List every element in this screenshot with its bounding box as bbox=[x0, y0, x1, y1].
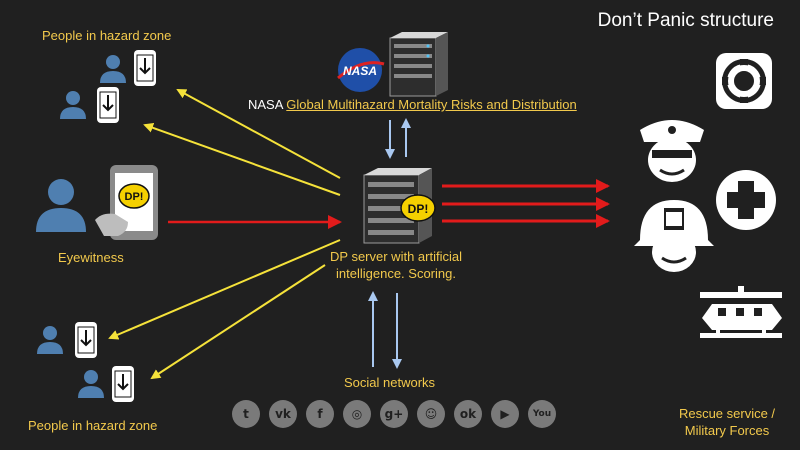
eyewitness-phone-icon: DP! bbox=[95, 165, 158, 240]
nasa-logo: NASA bbox=[337, 48, 385, 92]
medical-cross-icon bbox=[716, 170, 776, 230]
phone-icon-top-1 bbox=[134, 50, 156, 86]
nasa-source-label: NASA Global Multihazard Mortality Risks … bbox=[248, 97, 577, 112]
odnoklassniki-icon[interactable]: ok bbox=[454, 400, 482, 428]
hazard-person-bottom-1 bbox=[37, 326, 63, 354]
arrow-server-to-hazard-bottom-2 bbox=[150, 264, 326, 380]
hazard-person-top-2 bbox=[60, 91, 86, 119]
nasa-prefix: NASA bbox=[248, 97, 287, 112]
arrows bbox=[108, 89, 610, 380]
dp-badge-eyewitness: DP! bbox=[118, 183, 150, 209]
nasa-server-icon bbox=[389, 32, 448, 97]
arrow-server-to-hazard-top-1 bbox=[176, 89, 341, 179]
facebook-icon[interactable]: f bbox=[306, 400, 334, 428]
hazard-person-top-1 bbox=[100, 55, 126, 83]
phone-icon-bottom-1 bbox=[75, 322, 97, 358]
label-social-networks: Social networks bbox=[344, 375, 436, 390]
nasa-dataset-link[interactable]: Global Multihazard Mortality Risks and D… bbox=[286, 97, 577, 112]
label-eyewitness: Eyewitness bbox=[58, 250, 124, 265]
phone-icon-top-2 bbox=[97, 87, 119, 123]
twitter-icon[interactable]: t bbox=[232, 400, 260, 428]
smiley-icon[interactable]: ☺ bbox=[417, 400, 445, 428]
dp-badge-eyewitness-text: DP! bbox=[125, 191, 144, 203]
video-icon[interactable]: ▶ bbox=[491, 400, 519, 428]
police-officer-icon bbox=[640, 120, 704, 182]
youtube-icon[interactable]: You bbox=[528, 400, 556, 428]
dp-badge-server-text: DP! bbox=[408, 202, 429, 216]
lifebuoy-icon bbox=[716, 53, 772, 109]
slide-title: Don’t Panic structure bbox=[597, 10, 774, 31]
dp-server-icon: DP! bbox=[363, 168, 436, 244]
eyewitness-person bbox=[36, 179, 86, 232]
instagram-icon[interactable]: ◎ bbox=[343, 400, 371, 428]
label-people-hazard-top: People in hazard zone bbox=[42, 28, 172, 43]
phone-icon-bottom-2 bbox=[112, 366, 134, 402]
label-rescue-service: Rescue service / Military Forces bbox=[678, 406, 776, 438]
helicopter-icon bbox=[700, 286, 782, 338]
nasa-logo-text: NASA bbox=[343, 64, 377, 78]
google-plus-icon[interactable]: g+ bbox=[380, 400, 408, 428]
firefighter-icon bbox=[634, 200, 714, 272]
label-dp-server: DP server with artificial intelligence. … bbox=[330, 249, 462, 281]
dp-badge-server: DP! bbox=[400, 194, 436, 222]
hazard-person-bottom-2 bbox=[78, 370, 104, 398]
vk-icon[interactable]: vk bbox=[269, 400, 297, 428]
arrow-server-to-hazard-bottom-1 bbox=[108, 239, 341, 340]
label-people-hazard-bottom: People in hazard zone bbox=[28, 418, 158, 433]
arrow-server-to-hazard-top-2 bbox=[143, 122, 341, 196]
